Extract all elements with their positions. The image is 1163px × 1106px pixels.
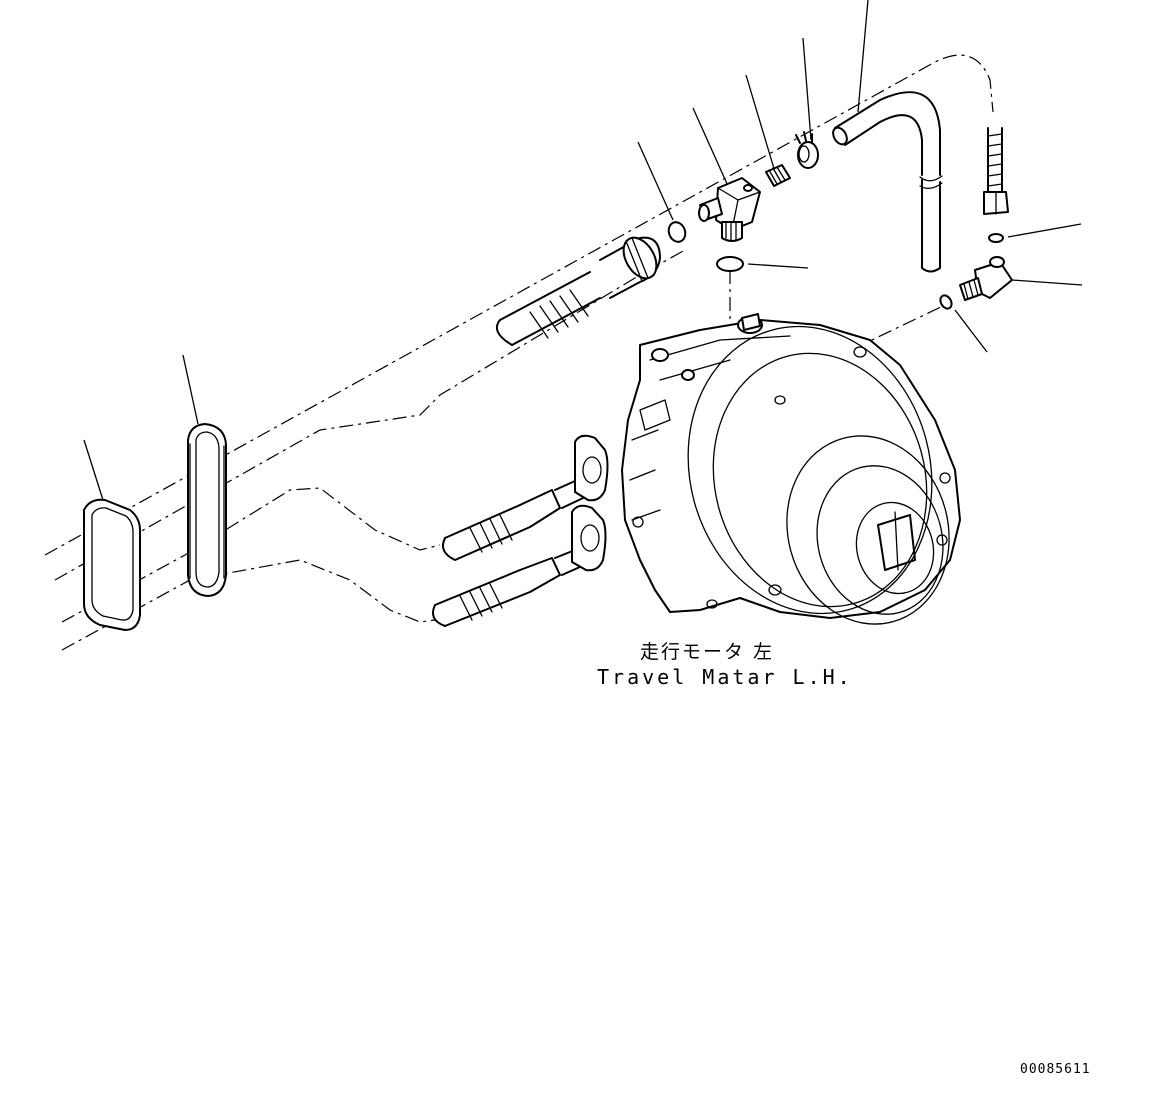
hose-clamp: [795, 131, 819, 169]
figure-number: 00085611: [1020, 1062, 1091, 1077]
hose-assembly-lower: [432, 434, 609, 627]
hose-assembly-upper: [496, 236, 661, 346]
travel-motor: [621, 313, 961, 625]
bolt: [983, 127, 1009, 215]
hose-nipple: [765, 164, 791, 187]
leader-lines: [83, 0, 1083, 501]
elbow-fitting: [698, 177, 761, 242]
caption-japanese: 走行モータ 左: [640, 641, 774, 663]
drain-fitting: [959, 256, 1013, 301]
bent-hose: [832, 91, 943, 273]
o-rings: [667, 221, 1004, 310]
gaskets: [83, 423, 227, 631]
caption-english: Travel Matar L.H.: [597, 665, 853, 689]
